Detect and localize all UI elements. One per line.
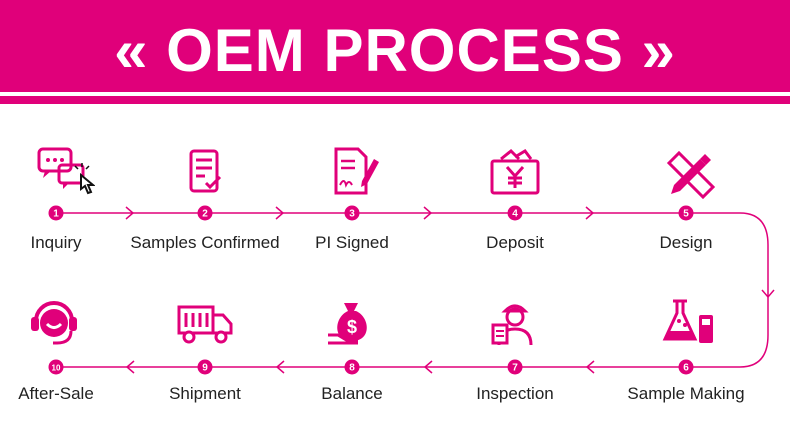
- step-label-pi-signed: PI Signed: [315, 233, 389, 252]
- money-bag-icon: $: [322, 295, 382, 351]
- yen-wallet-icon: [485, 145, 545, 201]
- step-number-badge: [678, 359, 694, 375]
- step-label-shipment: Shipment: [169, 384, 241, 403]
- svg-text:$: $: [347, 317, 357, 337]
- chat-click-icon: [20, 137, 110, 203]
- truck-icon: [175, 295, 235, 351]
- step-label-deposit: Deposit: [486, 233, 544, 252]
- step-number-badge: [507, 359, 523, 375]
- connector-arrow-icon: [275, 360, 285, 374]
- step-number-badge: [678, 205, 694, 221]
- connector-arrow-icon: [125, 206, 135, 220]
- step-number-text: 2: [202, 209, 208, 220]
- step-label-design: Design: [659, 233, 713, 252]
- inspector-icon: [485, 295, 545, 351]
- page-title: « OEM PROCESS »: [114, 16, 676, 84]
- connector-arrow-icon: [423, 206, 433, 220]
- step-number-badge: [48, 359, 64, 375]
- step-number-text: 3: [349, 209, 355, 220]
- step-label-after-sale: After-Sale: [18, 384, 94, 403]
- title-banner: « OEM PROCESS »: [0, 0, 790, 92]
- step-number-text: 4: [512, 209, 518, 220]
- connector-arrow-icon: [585, 206, 595, 220]
- chevron-down-icon: [761, 289, 775, 299]
- step-number-badge: [344, 359, 360, 375]
- checklist-icon: [175, 145, 235, 201]
- step-number-badge: [197, 359, 213, 375]
- step-label-inquiry: Inquiry: [30, 233, 82, 252]
- lab-flask-icon: [659, 295, 719, 351]
- connector-arrow-icon: [585, 360, 595, 374]
- step-number-badge: [507, 205, 523, 221]
- step-number-text: 1: [53, 209, 59, 220]
- connector-curve-line: [739, 212, 769, 368]
- step-label-inspection: Inspection: [476, 384, 554, 403]
- step-number-text: 9: [202, 363, 208, 374]
- step-label-samples-confirmed: Samples Confirmed: [130, 233, 280, 252]
- connector-arrow-icon: [125, 360, 135, 374]
- step-number-text: 10: [52, 364, 61, 373]
- step-number-text: 6: [683, 363, 689, 374]
- step-label-balance: Balance: [321, 384, 383, 403]
- title-underline-stripe: [0, 96, 790, 104]
- connector-arrow-icon: [275, 206, 285, 220]
- connector-arrow-icon: [423, 360, 433, 374]
- step-number-badge: [48, 205, 64, 221]
- step-label-sample-making: Sample Making: [627, 384, 745, 403]
- headset-support-icon: [24, 295, 84, 351]
- step-number-badge: [344, 205, 360, 221]
- step-number-text: 7: [512, 363, 518, 374]
- step-number-text: 8: [349, 363, 355, 374]
- pencil-ruler-icon: [659, 145, 719, 201]
- step-number-text: 5: [683, 209, 689, 220]
- signed-document-icon: [322, 145, 382, 201]
- step-number-badge: [197, 205, 213, 221]
